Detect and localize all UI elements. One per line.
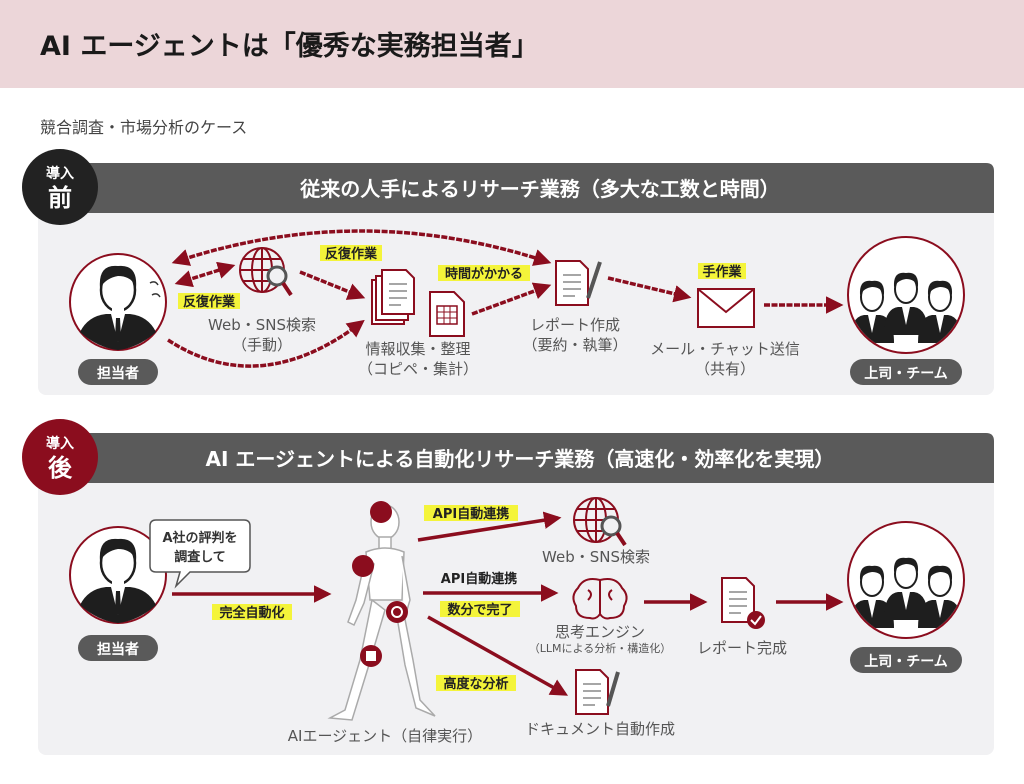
highlight-manual: 手作業 bbox=[698, 263, 746, 280]
before-bar-title: 従来の人手によるリサーチ業務（多大な工数と時間） bbox=[299, 177, 779, 201]
header-band bbox=[0, 0, 1024, 88]
highlight-text: API自動連携 bbox=[433, 506, 509, 522]
ai-agent-robot-icon bbox=[327, 501, 436, 721]
gear-chip-icon bbox=[386, 601, 408, 623]
pill-text: 上司・チーム bbox=[864, 654, 948, 670]
speech-text-2: 調査して bbox=[174, 549, 226, 565]
pill-text: 上司・チーム bbox=[864, 366, 948, 382]
person-label-pill: 担当者 bbox=[78, 635, 158, 661]
step-search-sub: （手動） bbox=[232, 336, 292, 354]
spreadsheet-icon bbox=[429, 291, 465, 337]
speech-bubble: A社の評判を 調査して bbox=[149, 519, 251, 589]
after-panel: AI エージェントによる自動化リサーチ業務（高速化・効率化を実現） 導入 後 A… bbox=[22, 419, 994, 755]
pill-text: 担当者 bbox=[97, 641, 139, 658]
person-label-pill: 担当者 bbox=[78, 359, 158, 385]
step-collect-label: 情報収集・整理 bbox=[365, 340, 470, 358]
highlight-analysis: 高度な分析 bbox=[436, 675, 516, 692]
pill-text: 担当者 bbox=[97, 365, 139, 382]
highlight-text: 高度な分析 bbox=[443, 676, 508, 692]
target-brain-sub: （LLMによる分析・構造化） bbox=[529, 641, 671, 655]
page-subtitle: 競合調査・市場分析のケース bbox=[40, 118, 247, 137]
highlight-time: 時間がかかる bbox=[438, 265, 530, 282]
target-document-label: ドキュメント自動作成 bbox=[525, 720, 675, 738]
step-report-sub: （要約・執筆） bbox=[522, 336, 627, 354]
step-mail-label: メール・チャット送信 bbox=[650, 340, 800, 358]
after-bar-title: AI エージェントによる自動化リサーチ業務（高速化・効率化を実現） bbox=[206, 447, 835, 471]
team-avatar bbox=[848, 237, 964, 353]
repeat-arrows bbox=[167, 229, 844, 368]
brain-chip-icon bbox=[370, 501, 392, 523]
before-header-bar bbox=[38, 163, 994, 213]
badge-large-text: 前 bbox=[48, 184, 72, 212]
highlight-text: 完全自動化 bbox=[219, 605, 284, 621]
page-title: AI エージェントは「優秀な実務担当者」 bbox=[40, 30, 539, 62]
step-search-label: Web・SNS検索 bbox=[208, 316, 316, 334]
arrow-collect-report bbox=[471, 282, 552, 316]
team-label-pill: 上司・チーム bbox=[850, 647, 962, 673]
target-search-label: Web・SNS検索 bbox=[542, 548, 650, 566]
badge-large-text: 後 bbox=[48, 454, 73, 482]
highlight-text: 反復作業 bbox=[325, 246, 378, 262]
database-chip-icon bbox=[352, 555, 374, 577]
highlight-repeat-2: 反復作業 bbox=[320, 245, 382, 262]
highlight-auto: 完全自動化 bbox=[212, 604, 292, 621]
before-badge: 導入 前 bbox=[22, 149, 98, 225]
after-header-bar bbox=[38, 433, 994, 483]
step-mail-sub: （共有） bbox=[695, 360, 755, 378]
report-complete-icon bbox=[721, 577, 765, 629]
envelope-icon bbox=[697, 288, 755, 328]
badge-small-text: 導入 bbox=[46, 165, 74, 182]
auto-arrows bbox=[172, 511, 844, 696]
highlight-text: 反復作業 bbox=[183, 294, 236, 310]
team-label-pill: 上司・チーム bbox=[850, 359, 962, 385]
report-complete-label: レポート完成 bbox=[697, 639, 787, 657]
arrow-loop-bottom bbox=[167, 319, 365, 368]
arrow-report-mail bbox=[607, 276, 692, 303]
highlight-text: 手作業 bbox=[702, 264, 742, 280]
api-label-2: API自動連携 bbox=[441, 571, 517, 587]
document-pen-icon bbox=[575, 669, 620, 715]
step-report-label: レポート作成 bbox=[530, 316, 620, 334]
arrow-agent-document bbox=[427, 615, 569, 696]
highlight-minutes: 数分で完了 bbox=[440, 601, 520, 618]
report-pen-icon bbox=[555, 260, 602, 306]
person-avatar bbox=[68, 252, 168, 352]
arrow-person-search bbox=[174, 261, 236, 288]
team-avatar bbox=[848, 522, 964, 638]
arrow-search-collect bbox=[299, 270, 366, 300]
arrow-loop-top bbox=[171, 229, 552, 266]
step-collect-sub: （コピペ・集計） bbox=[358, 360, 478, 378]
highlight-api-1: API自動連携 bbox=[424, 505, 518, 522]
after-badge: 導入 後 bbox=[22, 419, 98, 495]
target-brain-label: 思考エンジン bbox=[555, 623, 645, 641]
sweat-icon bbox=[149, 281, 161, 298]
highlight-text: 数分で完了 bbox=[447, 602, 512, 618]
highlight-repeat-1: 反復作業 bbox=[178, 293, 240, 310]
brain-icon bbox=[572, 578, 628, 620]
badge-small-text: 導入 bbox=[46, 435, 74, 452]
arrow-agent-search bbox=[417, 511, 562, 542]
before-panel: 従来の人手によるリサーチ業務（多大な工数と時間） 導入 前 担当者 Web・SN… bbox=[22, 149, 994, 395]
highlight-text: 時間がかかる bbox=[445, 266, 523, 282]
speech-text-1: A社の評判を bbox=[162, 530, 237, 546]
documents-icon bbox=[371, 269, 415, 325]
agent-label: AIエージェント（自律実行） bbox=[288, 727, 482, 745]
